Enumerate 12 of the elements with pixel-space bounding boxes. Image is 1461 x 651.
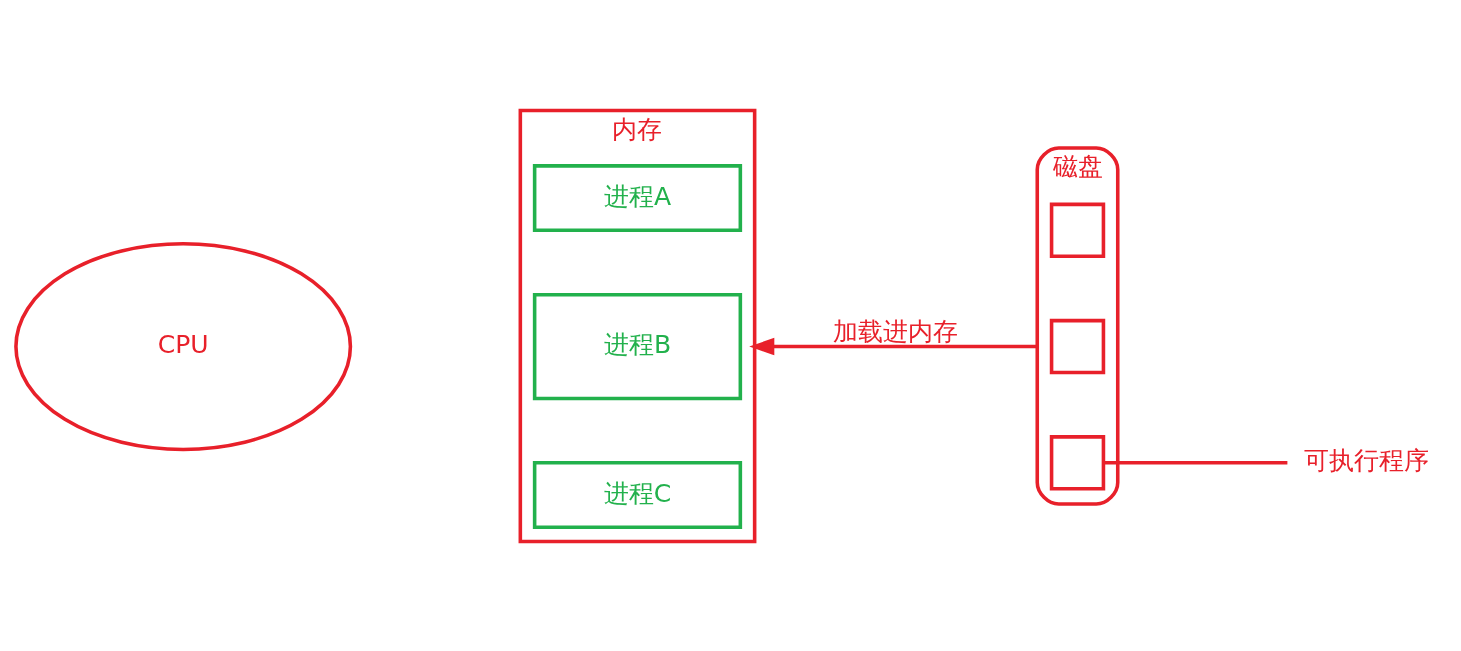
cluster: 磁盘: [1035, 145, 1120, 506]
connector: [1103, 460, 1288, 465]
node-box: [1049, 434, 1106, 491]
arrow: [749, 337, 1038, 355]
node-box: 进程B: [532, 292, 743, 400]
edge-label: 加载进内存: [833, 316, 959, 346]
node-box: [1049, 318, 1106, 374]
node-box: 进程C: [532, 460, 743, 529]
node-text: 可执行程序: [1303, 445, 1429, 475]
node-box: 进程A: [532, 163, 743, 232]
node-box: [1049, 202, 1106, 258]
node-ellipse: CPU: [14, 241, 353, 451]
